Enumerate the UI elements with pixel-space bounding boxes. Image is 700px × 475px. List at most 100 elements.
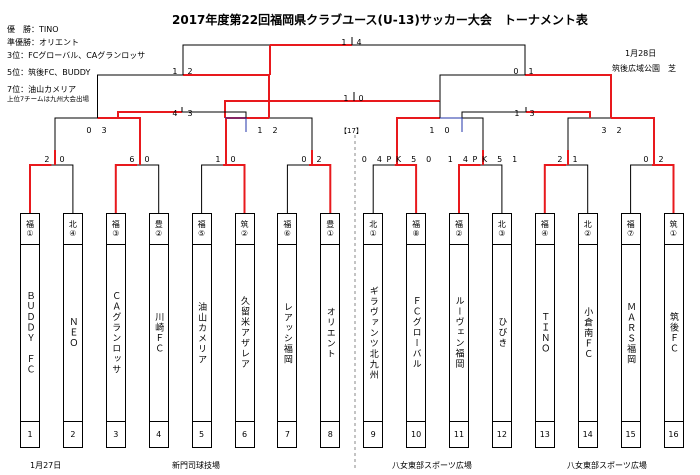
team-seed: ② [584, 229, 592, 238]
team-number: 1 [21, 421, 39, 447]
team-seed: ① [26, 229, 34, 238]
r1-loser-line-2 [137, 164, 160, 213]
qf-winner-line-1 [97, 117, 141, 150]
team-prefecture: 北 [68, 220, 77, 229]
team-number: 6 [235, 421, 254, 447]
team-seed: ③ [112, 229, 120, 238]
qf-loser-line-1 [54, 117, 98, 150]
score-semifinal-left: 1 2 [172, 67, 194, 76]
team-number: 10 [407, 421, 426, 447]
score-r1-3: 1 0 [215, 155, 237, 164]
score-semifinal-right: 0 1 [513, 67, 535, 76]
r1-winner-line-2 [114, 164, 138, 213]
final-left [182, 44, 352, 75]
score-r1-6: 1 4 P K 5 1 [447, 155, 519, 164]
team-number: 8 [321, 421, 340, 447]
r1-winner-line-6 [458, 164, 481, 213]
team-number: 14 [578, 421, 597, 447]
team-seed: ⑧ [412, 229, 420, 238]
team-prefecture: 福 [455, 220, 463, 229]
team-number: 7 [278, 421, 297, 447]
result-champion: 優 勝：TINO [7, 25, 59, 34]
score-r1-2: 6 0 [129, 155, 151, 164]
qf-loser-line-4 [567, 117, 611, 150]
team-prefecture: 北 [583, 220, 592, 229]
team-prefecture: 豊 [154, 220, 163, 229]
qf-loser-line-2 [269, 117, 313, 150]
score-r1-7: 2 1 [557, 155, 579, 164]
result-runner-up: 準優勝：オリエント [7, 38, 79, 47]
team-number: 2 [63, 421, 82, 447]
r1-loser-line-7 [566, 164, 589, 213]
match17-right [440, 117, 463, 132]
team-prefecture: 福 [412, 220, 421, 229]
score-qf3: 1 0 [429, 126, 451, 135]
team-name: ギラヴァンツ北九州 [367, 285, 378, 381]
team-seed: ① [669, 229, 678, 238]
score-qf1: 0 3 [86, 126, 108, 135]
team-number: 15 [621, 421, 640, 447]
team-number: 11 [450, 421, 468, 447]
team-name: 川崎ＦＣ [153, 312, 164, 354]
r1-loser-line-4 [286, 164, 309, 213]
team-seed: ① [369, 229, 377, 238]
team-name: ＮＥＯ [67, 317, 78, 349]
team-prefecture: 福 [26, 220, 34, 229]
footer-date: 1月27日 [30, 461, 62, 470]
r1-winner-line-7 [543, 164, 567, 213]
team-prefecture: 北 [497, 220, 506, 229]
team-prefecture: 筑 [669, 220, 678, 229]
team-seed: ② [240, 229, 249, 238]
final-venue: 筑後広域公園 芝 [612, 64, 676, 73]
page-title: 2017年度第22回福岡県クラブユース(U-13)サッカー大会 トーナメント表 [172, 13, 588, 27]
result-seventh: 7位：油山カメリア [7, 85, 77, 94]
team-name: ルーヴェン福岡 [453, 296, 464, 370]
team-number: 16 [664, 421, 683, 447]
r1-winner-line-1 [29, 164, 52, 213]
team-prefecture: 北 [369, 220, 378, 229]
r1-loser-line-5 [372, 164, 395, 213]
qualification-note: 上位7チームは九州大会出場 [7, 95, 89, 103]
team-seed: ② [455, 229, 463, 238]
final-right [352, 44, 526, 75]
fifth-left-a [117, 111, 182, 118]
team-seed: ③ [498, 229, 506, 238]
team-number: 12 [492, 421, 511, 447]
score-r1-4: 0 2 [301, 155, 323, 164]
results-list: 優 勝：TINO 準優勝：オリエント 3位：FCグローバル、CAグランロッサ 5… [7, 24, 145, 95]
team-seed: ④ [69, 229, 77, 238]
team-name: ＴＩＮＯ [539, 312, 550, 354]
footer-venue-center: 八女東部スポーツ広場 [392, 461, 472, 470]
r1-loser-line-6 [480, 164, 503, 213]
sf-right-b [525, 74, 612, 118]
team-number: 4 [149, 421, 168, 447]
team-number: 9 [364, 421, 383, 447]
team-name: 久留米アザレア [239, 296, 249, 370]
score-third-place: 1 0 [343, 94, 365, 103]
team-seed: ② [155, 229, 163, 238]
